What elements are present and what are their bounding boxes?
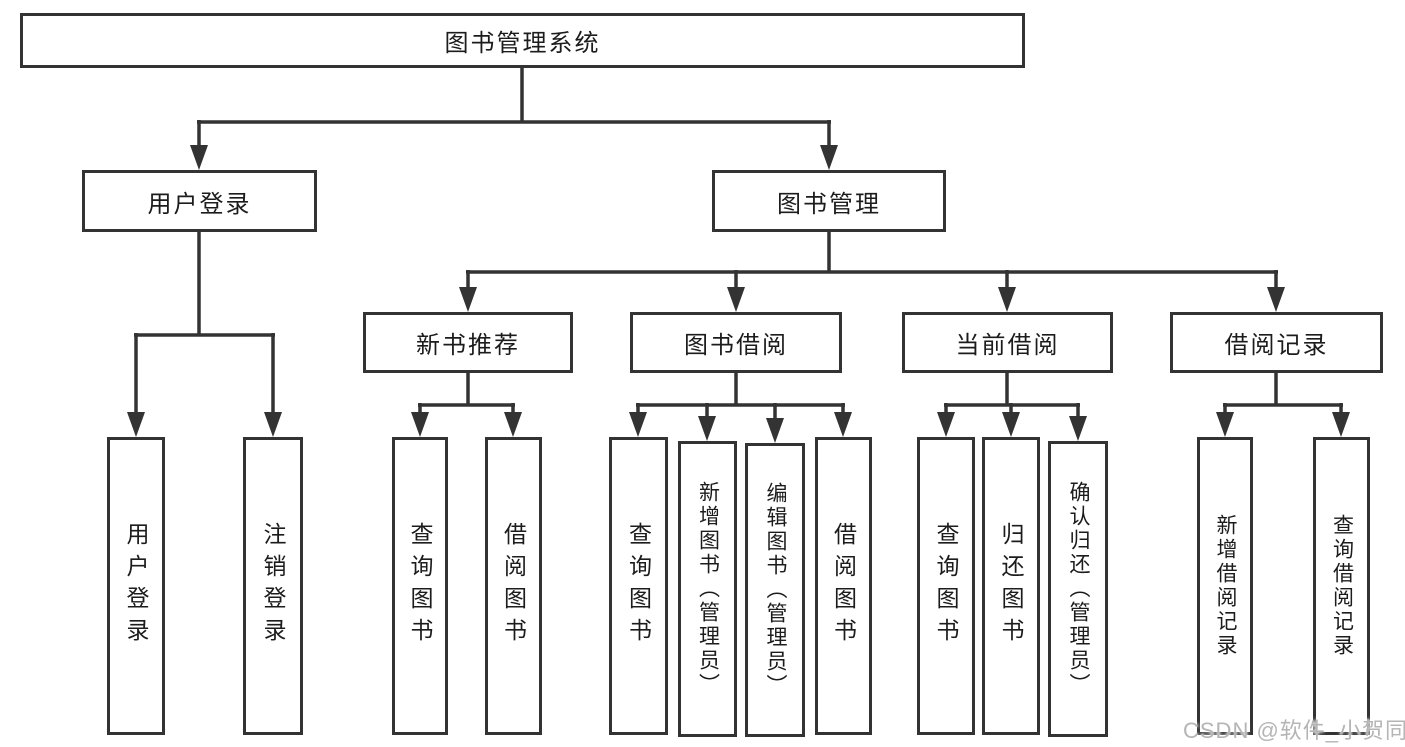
leaf-user-login: 用户登录 — [107, 437, 165, 735]
node-root-system: 图书管理系统 — [20, 13, 1025, 68]
csdn-watermark: CSDN @软件_小贺同学 — [1183, 718, 1405, 743]
connector-root-to-level2 — [190, 68, 838, 170]
leaf-query-borrow-record: 查询借阅记录 — [1313, 437, 1370, 735]
leaf-borrow-books: 借阅图书 — [815, 437, 872, 735]
connector-borrow-to-leaves — [629, 373, 852, 443]
node-borrow-records: 借阅记录 — [1170, 312, 1383, 373]
node-book-management: 图书管理 — [712, 170, 946, 232]
node-book-borrow: 图书借阅 — [630, 312, 842, 373]
connector-recommend-to-leaves — [411, 373, 522, 437]
connector-records-to-leaves — [1216, 373, 1350, 437]
leaf-borrow-query-books: 查询图书 — [609, 437, 668, 735]
node-user-login: 用户登录 — [82, 170, 317, 232]
leaf-edit-books-admin: 编辑图书（管理员） — [745, 443, 805, 737]
leaf-add-books-admin: 新增图书（管理员） — [678, 441, 737, 737]
node-new-book-recommend: 新书推荐 — [363, 312, 573, 373]
leaf-current-query-books: 查询图书 — [917, 437, 975, 735]
leaf-logout: 注销登录 — [243, 437, 303, 735]
leaf-return-books: 归还图书 — [982, 437, 1040, 735]
leaf-recommend-query-books: 查询图书 — [392, 437, 448, 735]
connector-mgmt-to-level3 — [459, 232, 1285, 312]
leaf-confirm-return-admin: 确认归还（管理员） — [1048, 441, 1108, 737]
node-current-borrow: 当前借阅 — [902, 312, 1113, 373]
leaf-recommend-borrow-books: 借阅图书 — [485, 437, 542, 735]
leaf-add-borrow-record: 新增借阅记录 — [1197, 437, 1253, 735]
connector-login-to-leaves — [127, 232, 282, 437]
connector-current-to-leaves — [937, 373, 1087, 441]
